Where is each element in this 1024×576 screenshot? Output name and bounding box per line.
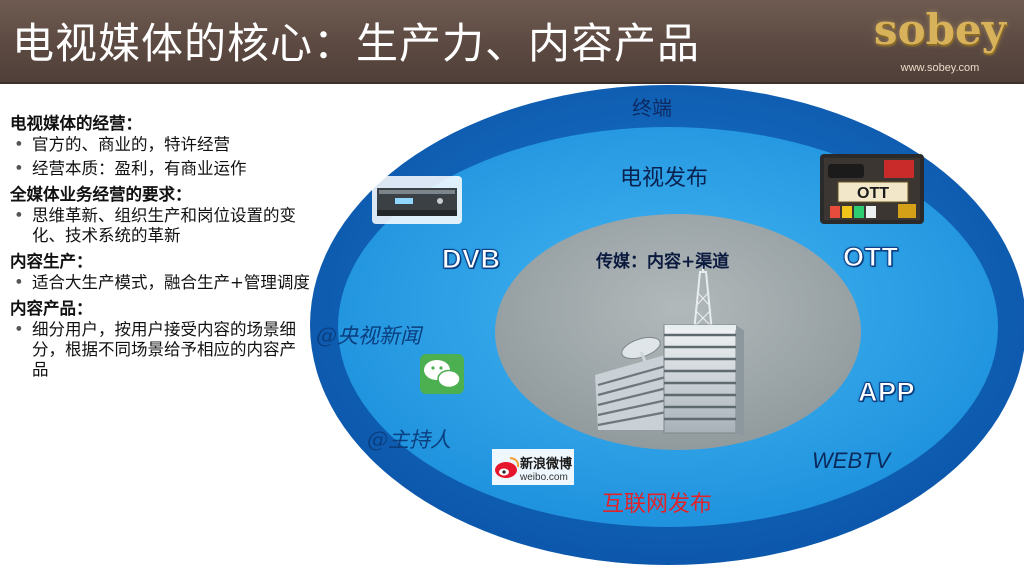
ott-box-icon: OTT — [820, 154, 924, 224]
dvb-label: DVB — [442, 244, 501, 275]
terminal-label: 终端 — [632, 96, 672, 120]
slide-header: 电视媒体的核心：生产力、内容产品 sobey www.sobey.com — [0, 0, 1024, 84]
ott-label: OTT — [843, 242, 899, 273]
host-account-label: @主持人 — [367, 428, 451, 452]
slide-title: 电视媒体的核心：生产力、内容产品 — [12, 19, 701, 68]
left-text-panel: 电视媒体的经营： 官方的、商业的，特许经营 经营本质：盈利，有商业运作 全媒体业… — [10, 112, 310, 384]
webtv-label: WEBTV — [812, 448, 891, 473]
app-label: APP — [857, 377, 916, 408]
set-top-box-icon — [372, 176, 462, 224]
bullet-item: 细分用户，按用户接受内容的场景细分，根据不同场景给予相应的内容产品 — [10, 320, 310, 380]
sobey-logo: sobey www.sobey.com — [860, 6, 1020, 78]
bullet-item: 适合大生产模式，融合生产+管理调度 — [10, 273, 310, 293]
wechat-icon — [420, 354, 464, 394]
section-products: 内容产品： 细分用户，按用户接受内容的场景细分，根据不同场景给予相应的内容产品 — [10, 297, 310, 380]
section-heading: 电视媒体的经营： — [10, 114, 142, 133]
internet-publish-label: 互联网发布 — [602, 492, 713, 517]
section-requirements: 全媒体业务经营的要求： 思维革新、组织生产和岗位设置的变化、技术系统的革新 — [10, 183, 310, 246]
tv-publish-label: 电视发布 — [620, 166, 709, 191]
weibo-cn-text: 新浪微博 — [520, 456, 572, 472]
weibo-url-text: weibo.com — [519, 472, 568, 483]
section-heading: 内容产品： — [10, 299, 93, 318]
section-heading: 全媒体业务经营的要求： — [10, 185, 192, 204]
section-heading: 内容生产： — [10, 252, 93, 271]
weibo-icon: 新浪微博 weibo.com — [492, 449, 574, 485]
ott-box-label: OTT — [857, 185, 889, 202]
bullet-item: 官方的、商业的，特许经营 — [10, 135, 310, 155]
core-label: 传媒：内容+渠道 — [596, 252, 730, 272]
cctv-news-account-label: @央视新闻 — [316, 324, 421, 348]
broadcast-tower-building-icon — [595, 258, 744, 436]
section-operation: 电视媒体的经营： 官方的、商业的，特许经营 经营本质：盈利，有商业运作 — [10, 112, 310, 179]
logo-url: www.sobey.com — [900, 62, 980, 74]
section-production: 内容生产： 适合大生产模式，融合生产+管理调度 — [10, 250, 310, 293]
bullet-item: 经营本质：盈利，有商业运作 — [10, 159, 310, 179]
bullet-item: 思维革新、组织生产和岗位设置的变化、技术系统的革新 — [10, 206, 310, 246]
logo-wordmark: sobey — [873, 5, 1007, 54]
